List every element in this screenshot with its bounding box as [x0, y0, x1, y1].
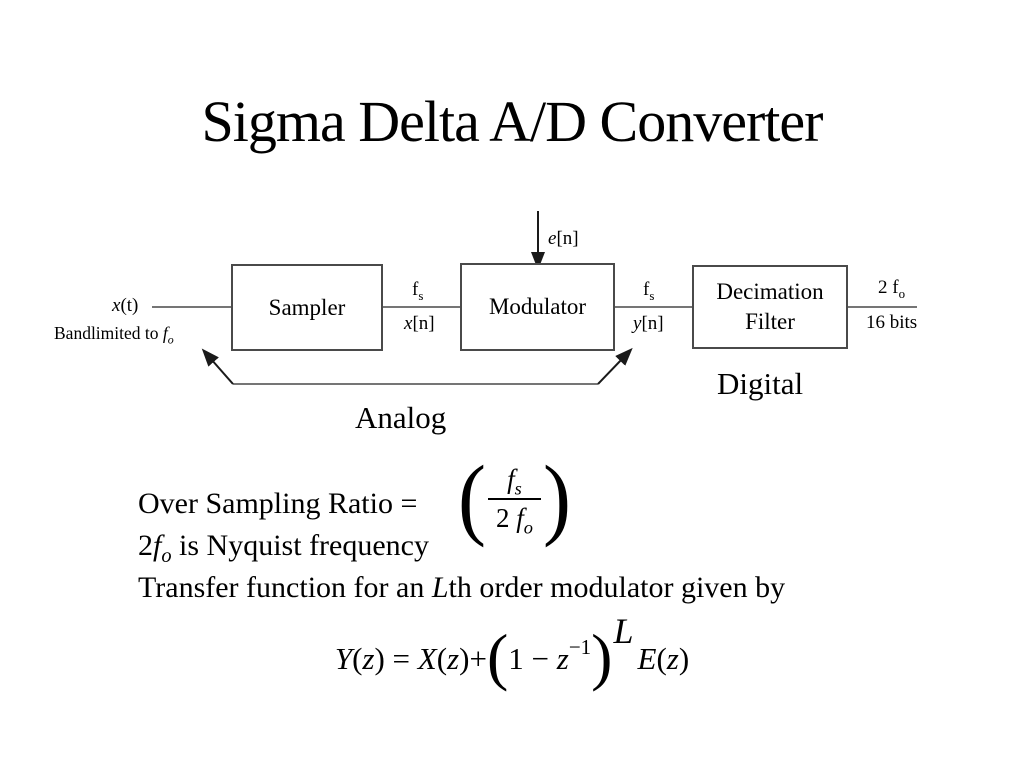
block-sampler-label: Sampler [268, 294, 346, 320]
slide-title: Sigma Delta A/D Converter [201, 89, 824, 154]
noise-signal-label: e[n] [548, 228, 579, 249]
link2-signal-label: y[n] [633, 313, 664, 334]
link2-rate-label: fs [643, 279, 655, 303]
output-rate-label: 2 fo [878, 277, 906, 301]
output-bits-label: 16 bits [866, 312, 918, 333]
fraction: fs 2 fo [487, 463, 541, 536]
outer-exponent-L: L [613, 611, 634, 651]
inner-exponent: −1 [568, 635, 592, 659]
transfer-function-note: Transfer function for an Lth order modul… [138, 571, 786, 604]
block-decimation-filter: Decimation Filter [692, 265, 848, 349]
fraction-denominator: 2 fo [487, 497, 541, 536]
block-modulator-label: Modulator [488, 294, 587, 320]
link1-rate-label: fs [412, 279, 424, 303]
block-decimation-label-line1: Decimation [716, 279, 824, 305]
nyquist-note: 2fo is Nyquist frequency [138, 529, 429, 567]
digital-zone-label: Digital [717, 366, 804, 401]
oversampling-ratio-fraction: ( fs 2 fo ) [458, 448, 571, 549]
block-sampler: Sampler [231, 264, 383, 351]
fraction-left-paren: ( [458, 448, 486, 549]
analog-bracket-right-arrow [597, 347, 633, 385]
input-signal-label: x(t) [112, 295, 139, 316]
fraction-numerator: fs [507, 463, 522, 499]
oversampling-ratio-text: Over Sampling Ratio = [138, 487, 418, 520]
analog-zone-label: Analog [355, 400, 447, 435]
block-modulator: Modulator [460, 263, 615, 351]
input-bandlimit-note: Bandlimited to fo [54, 323, 174, 347]
link1-signal-label: x[n] [404, 313, 435, 334]
analog-bracket-left-arrow [201, 348, 234, 385]
block-decimation-label-line2: Filter [745, 309, 795, 334]
fraction-right-paren: ) [542, 448, 571, 549]
